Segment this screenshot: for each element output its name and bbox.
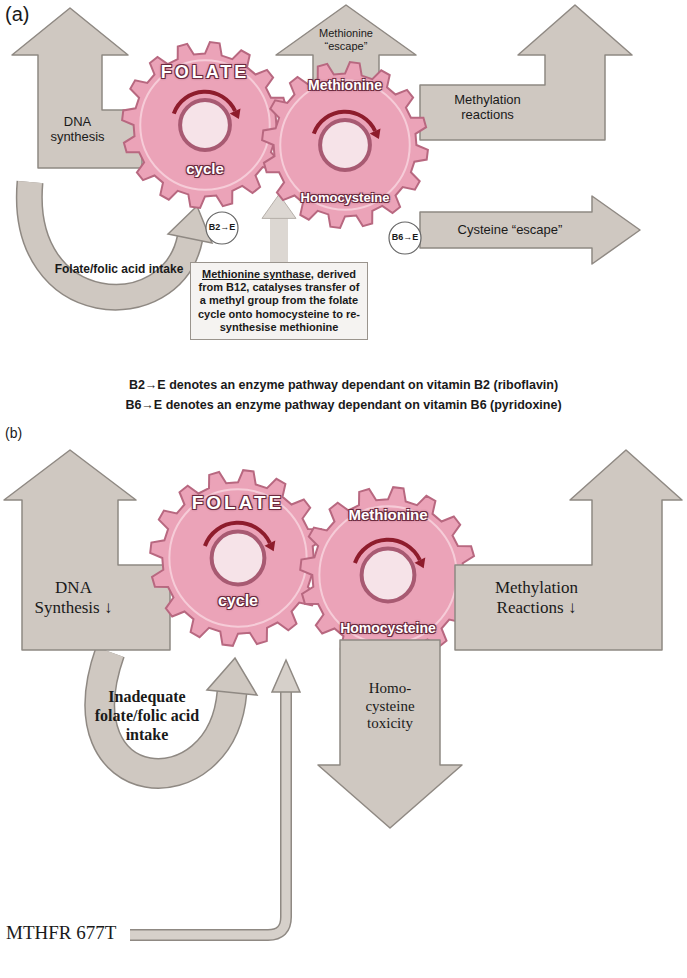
key-note: B6→E denotes an enzyme pathway dependant… — [0, 398, 687, 413]
arrow-body — [4, 450, 170, 650]
gear-hole — [320, 120, 370, 170]
callout-text: Methionine synthase, derived from B12, c… — [197, 268, 361, 334]
callout-heading: Methionine synthase — [202, 268, 311, 280]
gear-bevel — [169, 489, 306, 626]
arrow-label: DNA synthesis — [40, 114, 115, 145]
gear-title: FOLATE — [173, 492, 303, 514]
rotation-arrow-head — [415, 558, 426, 569]
arrow-body — [420, 196, 640, 264]
mthfr-arrow-head — [272, 660, 300, 692]
arrow-label: Cysteine “escape” — [430, 222, 590, 237]
gear-subtitle: Homocysteine — [285, 190, 405, 205]
output-arrow: DNA Synthesis ↓ — [3, 448, 173, 652]
gear-hole — [212, 532, 265, 585]
folate-gear: FOLATE cycle — [148, 468, 328, 648]
callout-box: Methionine synthase, derived from B12, c… — [190, 262, 368, 340]
circle-outline — [389, 222, 421, 254]
circle-outline — [206, 212, 238, 244]
rotation-arrow — [355, 540, 420, 563]
gear-hole — [362, 549, 415, 602]
intake-arrow-outline — [29, 182, 190, 297]
gear-teeth — [122, 42, 288, 208]
gear-subtitle: cycle — [193, 592, 283, 611]
enzyme-label: B2→E — [205, 222, 239, 233]
rotation-arrow — [314, 112, 375, 134]
methionine-gear: MethionineHomocysteine — [260, 60, 430, 230]
folate-gear: FOLATE cycle — [120, 40, 290, 210]
enzyme-circle: B6→E — [388, 221, 422, 255]
methionine-gear: MethionineHomocysteine — [298, 485, 478, 665]
gear-teeth — [150, 470, 326, 646]
gear-title: Methionine — [323, 506, 453, 524]
arrow-label: Methionine “escape” — [301, 27, 391, 53]
connector-shaft — [270, 214, 288, 262]
connector-arrow — [262, 194, 296, 262]
gear-hole — [180, 100, 230, 150]
intake-arrow-head — [207, 658, 257, 695]
arrow-shape — [316, 638, 464, 830]
arrow-body — [318, 640, 462, 828]
arrow-label: Homo-cysteine toxicity — [350, 680, 430, 733]
arrow-shape — [3, 448, 173, 652]
gear-bevel — [140, 60, 269, 189]
output-arrow: Cysteine “escape” — [418, 194, 642, 266]
rotation-arrow-head — [370, 128, 381, 139]
gear-title: Methionine — [285, 77, 405, 94]
output-arrow: Methylation reactions — [418, 3, 634, 143]
gear-subtitle: Homocysteine — [323, 620, 453, 637]
arrow-body — [455, 450, 682, 650]
rotation-arrow — [205, 523, 270, 546]
rotation-arrow — [174, 92, 235, 114]
arrow-label: DNA Synthesis ↓ — [26, 578, 121, 618]
panel-label: (b) — [5, 425, 45, 442]
panel-label: (a) — [5, 3, 45, 27]
output-arrow: Methylation Reactions ↓ — [453, 448, 684, 652]
arrow-body — [420, 5, 632, 140]
enzyme-label: B6→E — [388, 232, 422, 243]
rotation-arrow-head — [265, 541, 276, 552]
toxicity-arrow: Homo-cysteine toxicity — [316, 638, 464, 830]
intake-label: Inadequate folate/folic acid intake — [88, 688, 206, 745]
gear-title: FOLATE — [145, 62, 265, 83]
intake-arrow-head — [168, 206, 212, 243]
intake-arrow — [29, 182, 190, 297]
gear-subtitle: cycle — [165, 160, 245, 178]
arrow-label: Methylation Reactions ↓ — [484, 578, 589, 618]
intake-label: Folate/folic acid intake — [36, 262, 202, 276]
gene-label: MTHFR 677T — [6, 922, 130, 944]
gear-bevel — [319, 506, 456, 643]
arrow-shape — [418, 3, 634, 143]
gear-teeth — [300, 487, 476, 663]
gear-teeth — [262, 62, 428, 228]
rotation-arrow-head — [230, 108, 241, 119]
arrow-shape — [453, 448, 684, 652]
gear-bevel — [280, 80, 409, 209]
arrow-label: Methylation reactions — [435, 92, 540, 123]
key-note: B2→E denotes an enzyme pathway dependant… — [0, 378, 687, 393]
arrow-body — [12, 8, 142, 168]
enzyme-circle: B2→E — [205, 211, 239, 245]
